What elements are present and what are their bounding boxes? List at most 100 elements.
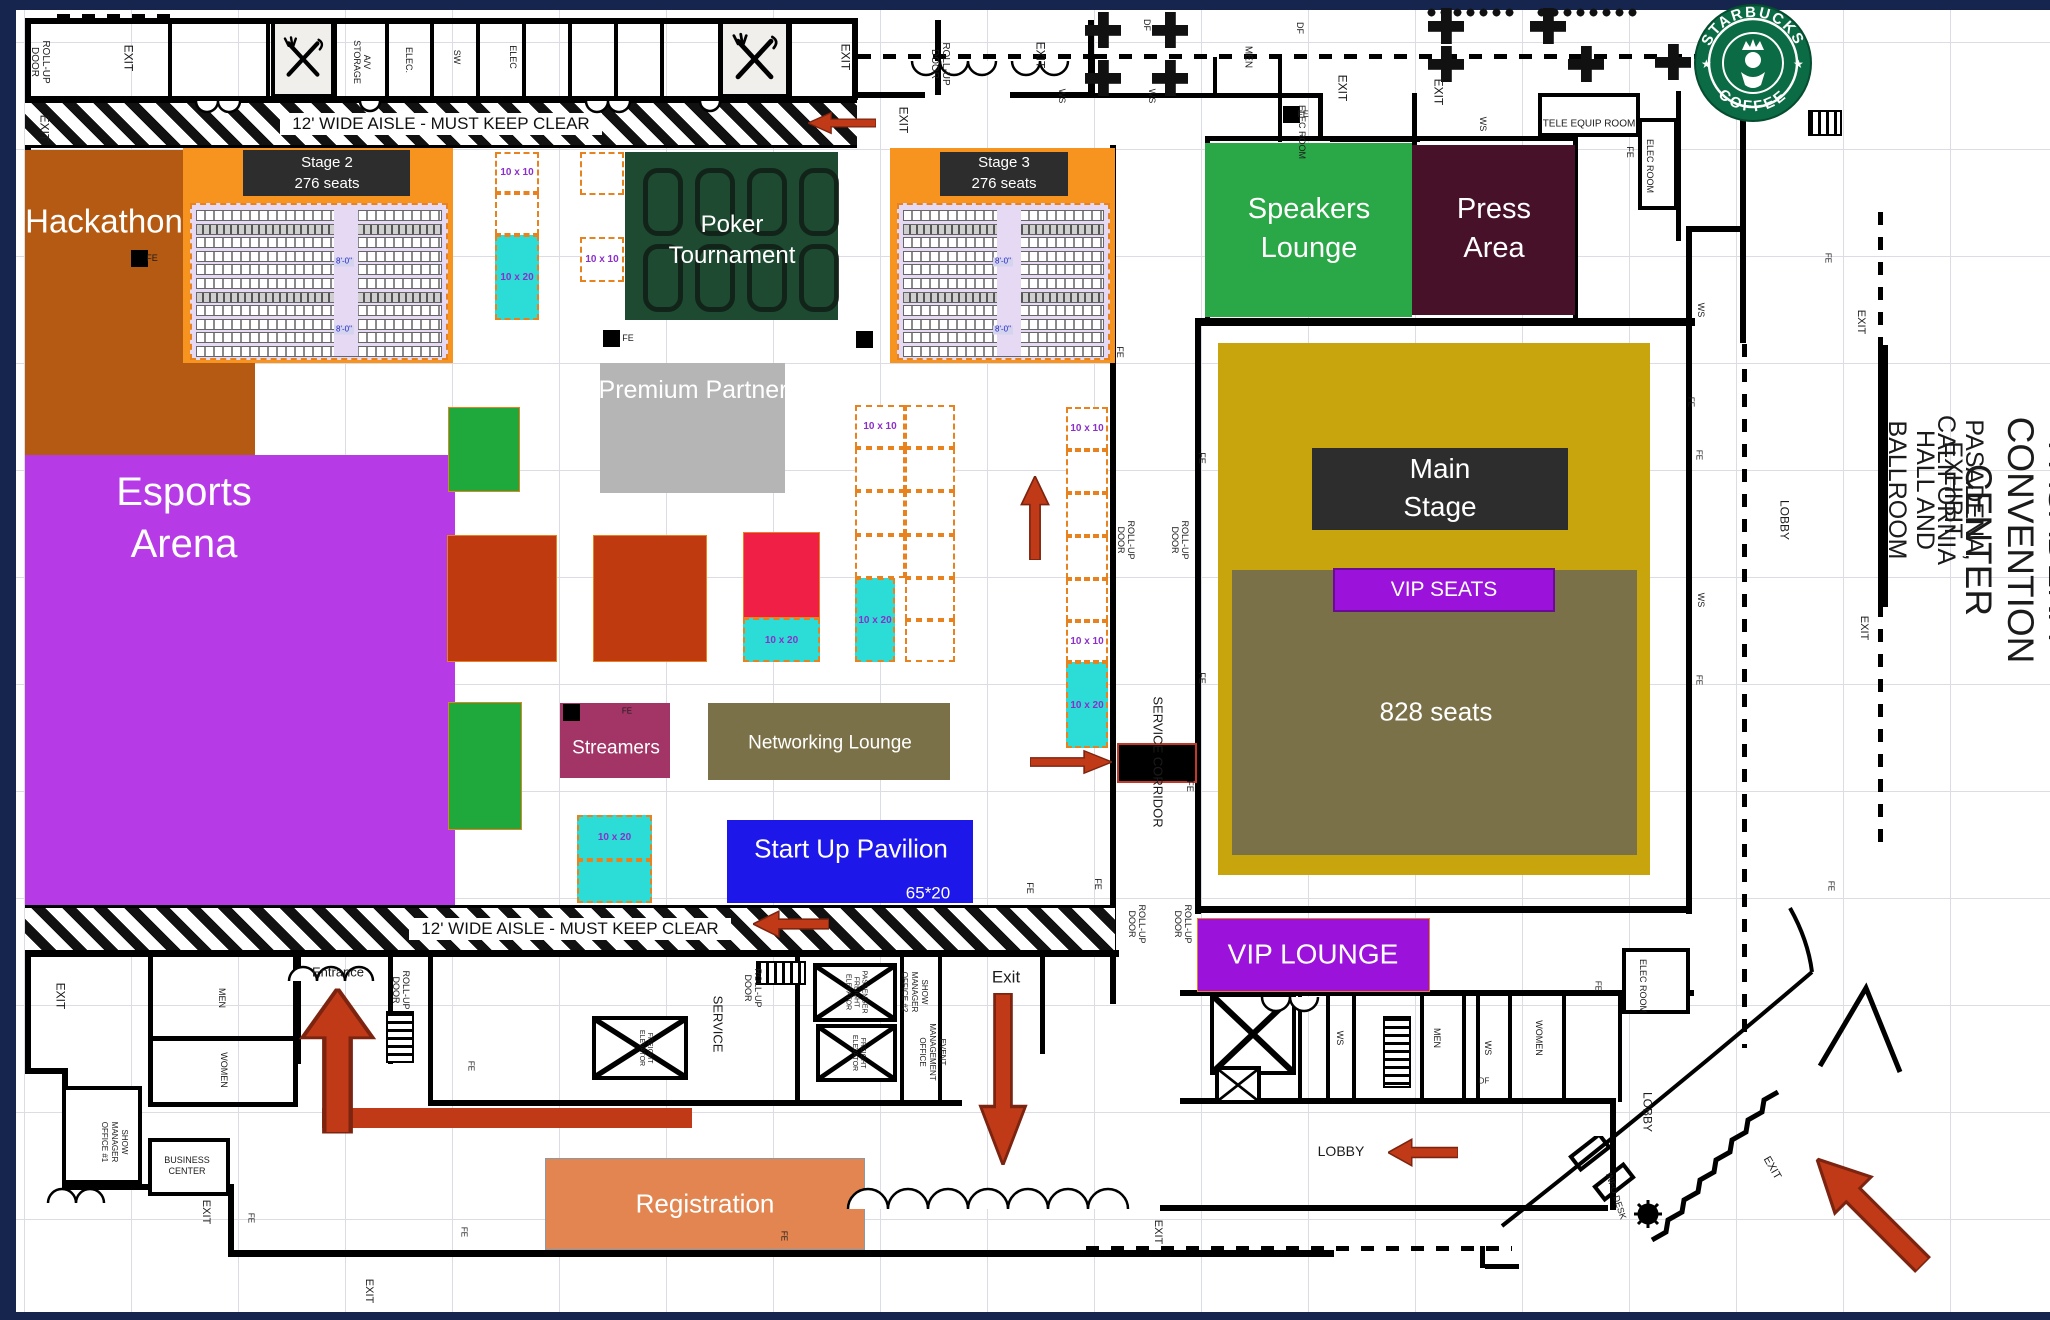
svg-text:★: ★ xyxy=(1793,57,1804,71)
label-ws: WS xyxy=(1696,592,1707,608)
kitchen-icon xyxy=(271,20,335,98)
booth-cell xyxy=(855,491,905,535)
seat-row xyxy=(196,264,442,276)
wall xyxy=(1878,345,1888,607)
wall xyxy=(428,950,433,1105)
booth-cell xyxy=(905,578,955,620)
chair-row-icon xyxy=(1425,6,1517,20)
door-arcs xyxy=(1260,996,1340,1013)
wall xyxy=(1742,344,1747,1048)
wall xyxy=(1110,145,1116,911)
booth-cell: 10 x 20 xyxy=(743,618,820,662)
label-exit: EXIT xyxy=(1431,78,1446,106)
seat-row xyxy=(196,278,442,289)
booth-cell xyxy=(905,620,955,662)
seat-row xyxy=(196,291,442,303)
wall xyxy=(148,1102,298,1107)
wall xyxy=(148,950,153,1107)
wall xyxy=(388,950,393,1064)
frame-left xyxy=(0,0,16,1320)
booth-cell: 10 x 20 xyxy=(495,235,539,320)
label-lobby: LOBBY xyxy=(1640,1091,1655,1133)
label-fe: FE xyxy=(1826,880,1836,892)
label-passenger-freight-elevator: PASSENGER FREIGHT ELEVATOR xyxy=(845,970,868,1014)
wall xyxy=(1160,1205,1608,1211)
label-poker-tournament: Poker Tournament xyxy=(668,210,796,269)
label-roll-up-door: ROLL-UP DOOR xyxy=(1173,904,1194,944)
label-df: DF xyxy=(1142,19,1153,31)
label-vip-seats: VIP SEATS xyxy=(1390,578,1498,602)
stage3-seating xyxy=(897,203,1110,360)
wall xyxy=(293,950,298,1107)
label-exit: EXIT xyxy=(1033,41,1048,69)
table-icon xyxy=(1085,12,1121,48)
label-roll-up-door: ROLL-UP DOOR xyxy=(29,40,52,84)
wall xyxy=(25,96,857,102)
table-icon xyxy=(1655,44,1691,80)
label-fe: FE xyxy=(621,706,633,716)
label-show-manager-office-2: SHOW MANAGER OFFICE #2 xyxy=(900,971,929,1013)
stairs-icon xyxy=(1808,110,1842,136)
label-fe: FE xyxy=(246,1212,256,1224)
aisle-bottom-arrow xyxy=(753,908,829,940)
fire-extinguisher-icon xyxy=(563,704,580,721)
stairs-icon xyxy=(1383,1016,1411,1088)
label-fe: FE xyxy=(1694,449,1704,461)
label-service: SERVICE xyxy=(710,995,726,1053)
label-df: DF xyxy=(1478,1076,1490,1086)
label-women: WOMEN xyxy=(1534,1020,1545,1056)
label-ws: WS xyxy=(1147,88,1158,104)
label-main-stage: Main Stage xyxy=(1403,453,1477,522)
wall xyxy=(568,18,572,98)
wall xyxy=(1686,226,1692,914)
wall xyxy=(148,1036,298,1041)
booth-size-label: 10 x 20 xyxy=(764,634,799,646)
fire-extinguisher-icon xyxy=(603,330,620,347)
booth-size-label: 10 x 20 xyxy=(858,614,892,626)
freight-elevator-icon xyxy=(1215,1066,1261,1104)
stage2-seating xyxy=(190,203,448,360)
fire-extinguisher-icon xyxy=(856,331,873,348)
label-streamers: Streamers xyxy=(572,737,660,759)
label-exit: EXIT xyxy=(1760,1154,1784,1182)
label-networking-lounge: Networking Lounge xyxy=(748,732,912,754)
wall xyxy=(1480,1246,1485,1268)
table-icon xyxy=(1152,12,1188,48)
wall xyxy=(428,1100,962,1106)
booth-cell: 10 x 20 xyxy=(577,815,652,860)
wall xyxy=(228,1184,234,1256)
label-hackathon: Hackathon xyxy=(25,202,183,240)
fire-extinguisher-icon xyxy=(1283,106,1300,123)
label-exit: EXIT xyxy=(1152,1219,1165,1245)
label-roll-up-door: ROLL-UP DOOR xyxy=(1170,520,1191,560)
label-exit: EXIT xyxy=(1858,615,1871,641)
wall xyxy=(1476,990,1480,1102)
wall xyxy=(296,950,301,1064)
label-men: MEN xyxy=(217,988,228,1008)
label-show-manager-office-1: SHOW MANAGER OFFICE #1 xyxy=(100,1121,129,1163)
label-ws: WS xyxy=(1483,1040,1494,1056)
label-lobby: LOBBY xyxy=(1777,499,1792,541)
aisle-text: 12' WIDE AISLE - MUST KEEP CLEAR xyxy=(280,113,602,135)
label-lobby: LOBBY xyxy=(1317,1143,1365,1160)
label-sw: SW xyxy=(452,49,463,65)
label-freight-elevator: FREIGHT ELEVATOR xyxy=(638,1029,653,1067)
label-roll-up-door: ROLL-UP DOOR xyxy=(743,968,764,1008)
door-arcs xyxy=(287,965,389,982)
label-registration: Registration xyxy=(635,1188,775,1219)
wall xyxy=(852,18,858,100)
label-elec-room: ELEC ROOM xyxy=(1645,138,1656,194)
label-fe: FE xyxy=(779,1230,789,1242)
mid-up-arrow xyxy=(1018,476,1052,560)
wall xyxy=(938,950,942,1104)
red-block-1 xyxy=(447,535,557,662)
poker-table-icon xyxy=(747,244,787,312)
wall xyxy=(25,1068,67,1074)
label-roll-up-door: ROLL-UP DOOR xyxy=(1127,904,1148,944)
label-ws: WS xyxy=(1478,116,1489,132)
label-speakers-lounge: Speakers Lounge xyxy=(1247,192,1371,264)
wall xyxy=(1485,1264,1519,1269)
seat-row xyxy=(196,223,442,235)
wall xyxy=(1878,604,1883,854)
label-tele-equip-room: TELE EQUIP ROOM xyxy=(1542,118,1636,130)
